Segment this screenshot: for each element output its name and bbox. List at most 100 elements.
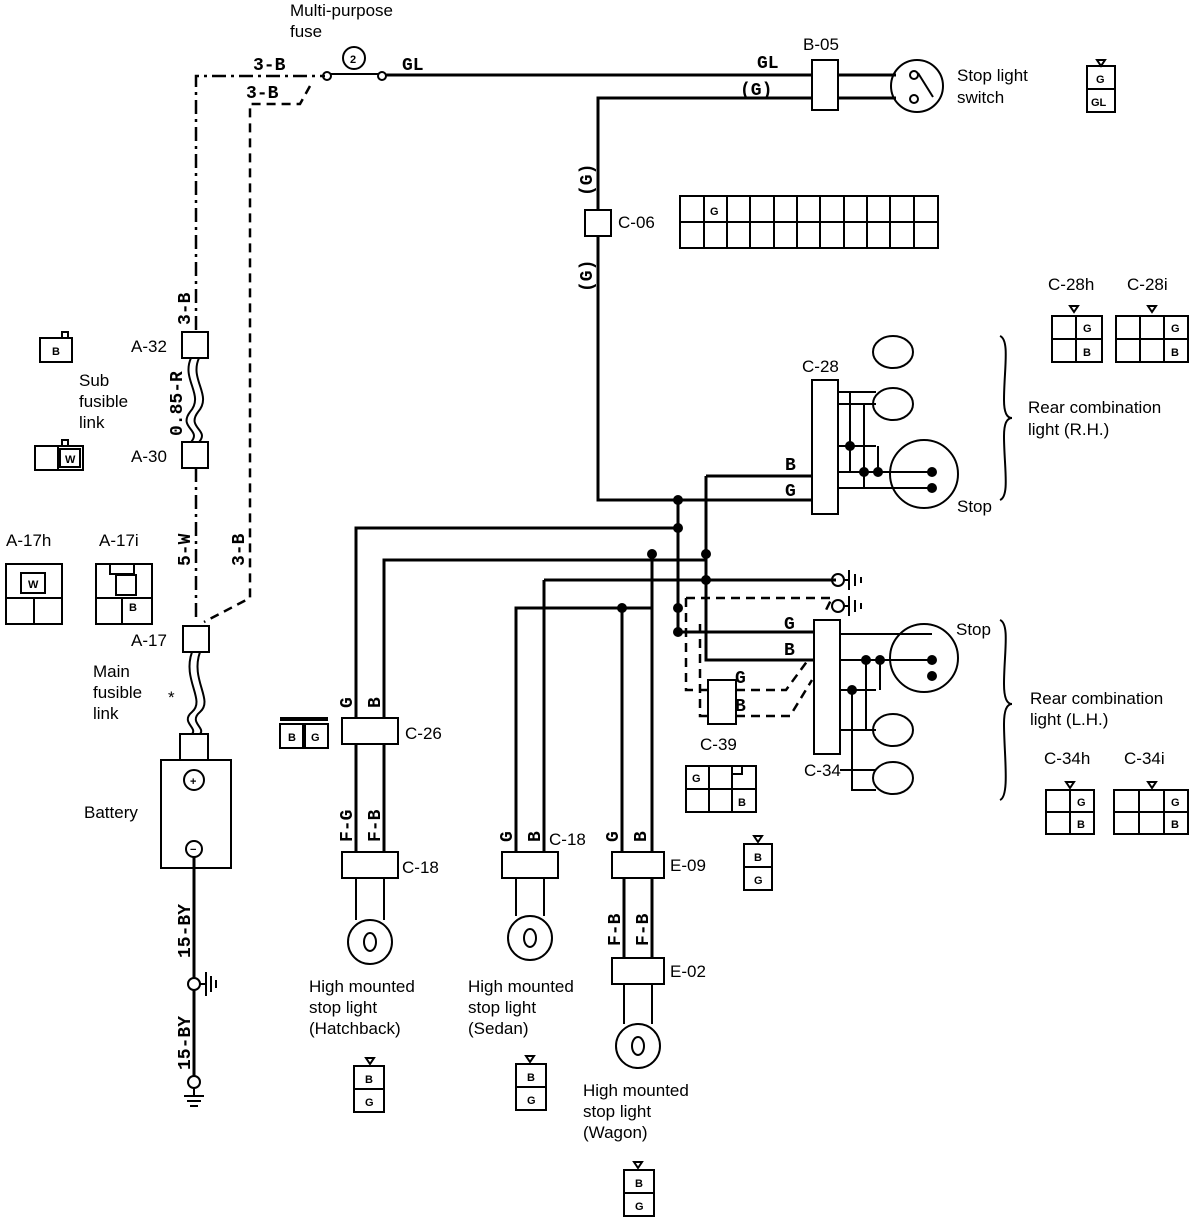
pin-sub-b: B: [52, 346, 60, 358]
battery: [160, 759, 232, 869]
pin-switch-g: G: [1096, 74, 1105, 86]
stop-switch-label-l1: Stop light: [957, 66, 1028, 85]
connector-a17i-label: A-17i: [99, 531, 139, 550]
c34h-connector-face: G B: [1045, 781, 1095, 835]
sedan-connector-face: B G: [515, 1055, 547, 1111]
rear-lh-bulbs: [840, 623, 959, 795]
wire-g-paren-switch: (G): [740, 81, 772, 101]
wagon-wires: [622, 878, 654, 958]
pin-free-b: B: [754, 852, 762, 864]
wire-g-paren-upper: (G): [578, 164, 598, 196]
main-link-label-l3: link: [93, 704, 119, 723]
wire-sedan-b: B: [526, 831, 546, 842]
pin-free-g: G: [754, 875, 763, 887]
connector-c18-sedan-label: C-18: [549, 830, 586, 849]
fuse-number-circle: [342, 46, 366, 70]
hm-hatch-label-l3: (Hatchback): [309, 1019, 401, 1038]
a17i-connector-face: B: [95, 563, 153, 625]
pin-sub-w: W: [65, 454, 76, 466]
wire-085r: 0.85-R: [168, 371, 188, 436]
pin-wagon-b: B: [635, 1178, 643, 1190]
hatch-connector-face: B G: [353, 1057, 385, 1113]
connector-a30-label: A-30: [131, 447, 167, 466]
free-connector-bg: B G: [743, 835, 773, 891]
wire-hatch-fb: F-B: [366, 809, 386, 842]
connector-c26-label: C-26: [405, 724, 442, 743]
connector-c18-hatch-label: C-18: [402, 858, 439, 877]
connector-b05-label: B-05: [803, 35, 839, 54]
wire-lh-b-c39: B: [735, 697, 746, 717]
connector-c34h-label: C-34h: [1044, 749, 1090, 768]
pin-c28h-g: G: [1083, 323, 1092, 335]
sub-link-label-l1: Sub: [79, 371, 109, 390]
rear-rh-label-l2: light (R.H.): [1028, 420, 1109, 439]
wire-g-paren-lower: (G): [578, 260, 598, 292]
wire-lh-g-c39: G: [735, 669, 746, 689]
connector-c39: [707, 679, 737, 725]
rh-bracket: [999, 335, 1013, 501]
connector-c34: [813, 619, 841, 755]
connector-a17-label: A-17: [131, 631, 167, 650]
wire-rh-b: B: [785, 456, 796, 476]
wire-gl-switch: GL: [757, 54, 779, 74]
pin-c34i-b: B: [1171, 819, 1179, 831]
hatch-wires: [354, 744, 386, 852]
connector-e09: [611, 851, 665, 879]
pin-c28i-b: B: [1171, 347, 1179, 359]
wire-lh-g-top: G: [784, 615, 795, 635]
main-link-label-l1: Main: [93, 662, 130, 681]
wire-wagon-fb1: F-B: [606, 913, 626, 946]
hm-sedan-label-l2: stop light: [468, 998, 536, 1017]
pin-c28h-b: B: [1083, 347, 1091, 359]
connector-c28-label: C-28: [802, 357, 839, 376]
c39-connector-face: G B: [685, 765, 757, 813]
hm-hatch-label-l1: High mounted: [309, 977, 415, 996]
connector-c06-label: C-06: [618, 213, 655, 232]
wire-3b-dash-vert: 3-B: [230, 533, 250, 566]
wagon-bulb: [615, 984, 661, 1069]
pin-hatch-g: G: [365, 1097, 374, 1109]
connector-b05: [811, 59, 839, 111]
pin-a17h-w: W: [28, 579, 39, 591]
connector-a32: [181, 331, 209, 359]
wire-wagon-b: B: [632, 831, 652, 842]
pin-wagon-g: G: [635, 1201, 644, 1213]
pin-c34h-g: G: [1077, 797, 1086, 809]
c34i-connector-face: G B: [1113, 781, 1189, 835]
wire-3b-dash-top: 3-B: [246, 84, 279, 104]
connector-c34i-label: C-34i: [1124, 749, 1165, 768]
hatch-bulb: [347, 878, 393, 965]
stop-switch-connector-face: G GL: [1086, 59, 1116, 113]
wire-3b-vert: 3-B: [176, 292, 196, 325]
stop-lh-label: Stop: [956, 620, 991, 639]
fuse-supply-circuit: [194, 46, 896, 624]
connector-c18-hatch: [341, 851, 399, 879]
c26-connector-face: B G: [279, 717, 329, 749]
connector-e02: [611, 957, 665, 985]
connector-c26: [341, 717, 399, 745]
sub-link-label-l2: fusible: [79, 392, 128, 411]
connector-e02-label: E-02: [670, 962, 706, 981]
hm-wagon-label-l1: High mounted: [583, 1081, 689, 1100]
main-link-mark: *: [168, 688, 175, 707]
pin-switch-gl: GL: [1091, 97, 1107, 109]
sedan-bulb: [507, 878, 553, 961]
connector-e09-label: E-09: [670, 856, 706, 875]
connector-c28h-label: C-28h: [1048, 275, 1094, 294]
wire-3b-top: 3-B: [253, 56, 286, 76]
c28h-connector-face: G B: [1051, 305, 1103, 363]
wire-15by-bottom: 15-BY: [176, 1016, 196, 1070]
wire-15by-top: 15-BY: [176, 904, 196, 958]
wire-5w: 5-W: [176, 533, 196, 566]
hm-sedan-label-l3: (Sedan): [468, 1019, 528, 1038]
pin-c39-g: G: [692, 773, 701, 785]
rear-lh-label-l1: Rear combination: [1030, 689, 1163, 708]
connector-a17h-label: A-17h: [6, 531, 51, 550]
connector-c34-label: C-34: [804, 761, 841, 780]
main-link-label-l2: fusible: [93, 683, 142, 702]
pin-c26-g: G: [311, 732, 320, 744]
wire-gl-fuse: GL: [402, 56, 424, 76]
pin-c34i-g: G: [1171, 797, 1180, 809]
